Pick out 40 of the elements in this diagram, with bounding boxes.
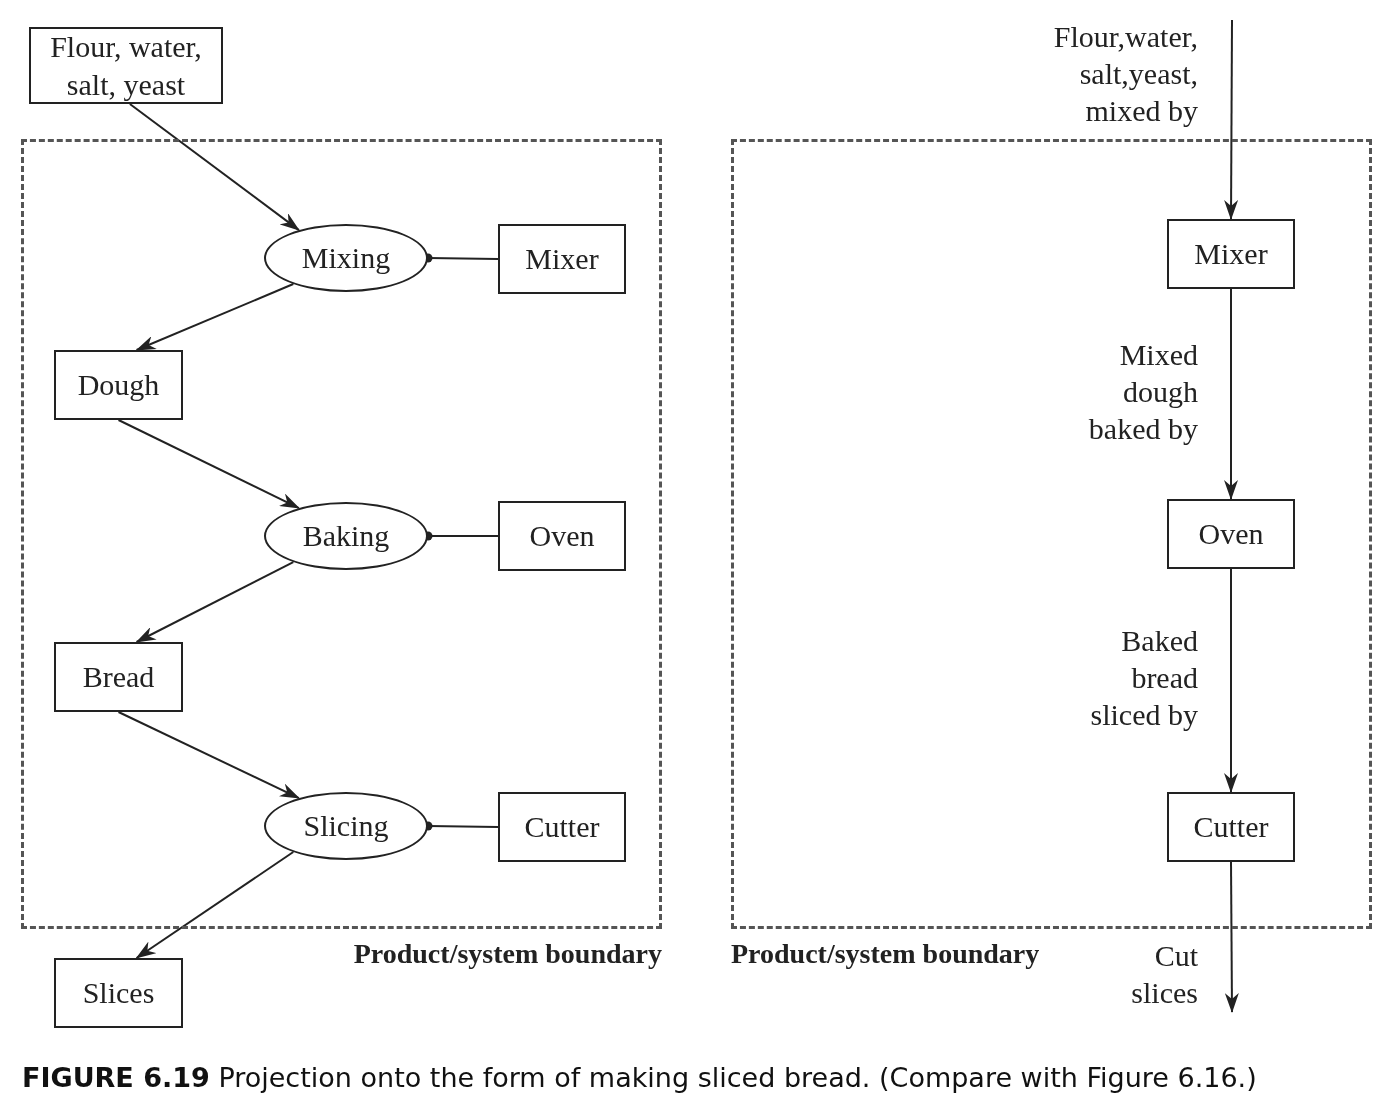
edge-label: Flour,water, salt,yeast, mixed by bbox=[1052, 19, 1198, 129]
node-text: Mixer bbox=[525, 241, 599, 277]
node-text: Baking bbox=[302, 518, 390, 554]
edge-label: Cut slices bbox=[1130, 938, 1198, 1011]
item-box bbox=[498, 792, 626, 862]
node-text: Flour, water, salt, yeast bbox=[49, 28, 203, 103]
arrow bbox=[1224, 19, 1239, 220]
arrow bbox=[117, 711, 300, 800]
arrow bbox=[1224, 861, 1239, 1013]
arrow bbox=[128, 103, 300, 232]
item-box bbox=[1167, 792, 1295, 862]
node-text: Mixer bbox=[1194, 236, 1268, 272]
item-box bbox=[1167, 499, 1295, 569]
node-text: Cutter bbox=[524, 809, 600, 845]
node-text: Oven bbox=[529, 518, 595, 554]
arrow bbox=[117, 419, 300, 510]
item-box bbox=[498, 224, 626, 294]
node-text: Mixing bbox=[301, 240, 391, 276]
item-box bbox=[1167, 219, 1295, 289]
node-text: Slices bbox=[82, 975, 155, 1011]
item-box bbox=[54, 350, 183, 420]
arrow bbox=[135, 851, 295, 959]
boundary-label: Product/system boundary bbox=[731, 937, 1040, 971]
edge-label: Baked bread sliced by bbox=[1089, 623, 1198, 733]
arrow bbox=[1224, 568, 1238, 793]
arrow bbox=[1224, 288, 1238, 500]
node-text: Oven bbox=[1198, 516, 1264, 552]
boundary-label: Product/system boundary bbox=[353, 937, 662, 971]
node-text: Slicing bbox=[303, 808, 389, 844]
item-box bbox=[29, 27, 223, 104]
node-text: Cutter bbox=[1193, 809, 1269, 845]
item-box bbox=[498, 501, 626, 571]
arrow bbox=[135, 561, 295, 643]
item-box bbox=[54, 642, 183, 712]
node-text: Dough bbox=[77, 367, 160, 403]
arrow bbox=[135, 283, 295, 351]
item-box bbox=[54, 958, 183, 1028]
figure-caption: FIGURE 6.19 Projection onto the form of making sliced bread. (Compare with Figure 6.16.) bbox=[22, 1061, 1257, 1095]
edge-label: Mixed dough baked by bbox=[1087, 337, 1198, 447]
node-text: Bread bbox=[82, 659, 155, 695]
